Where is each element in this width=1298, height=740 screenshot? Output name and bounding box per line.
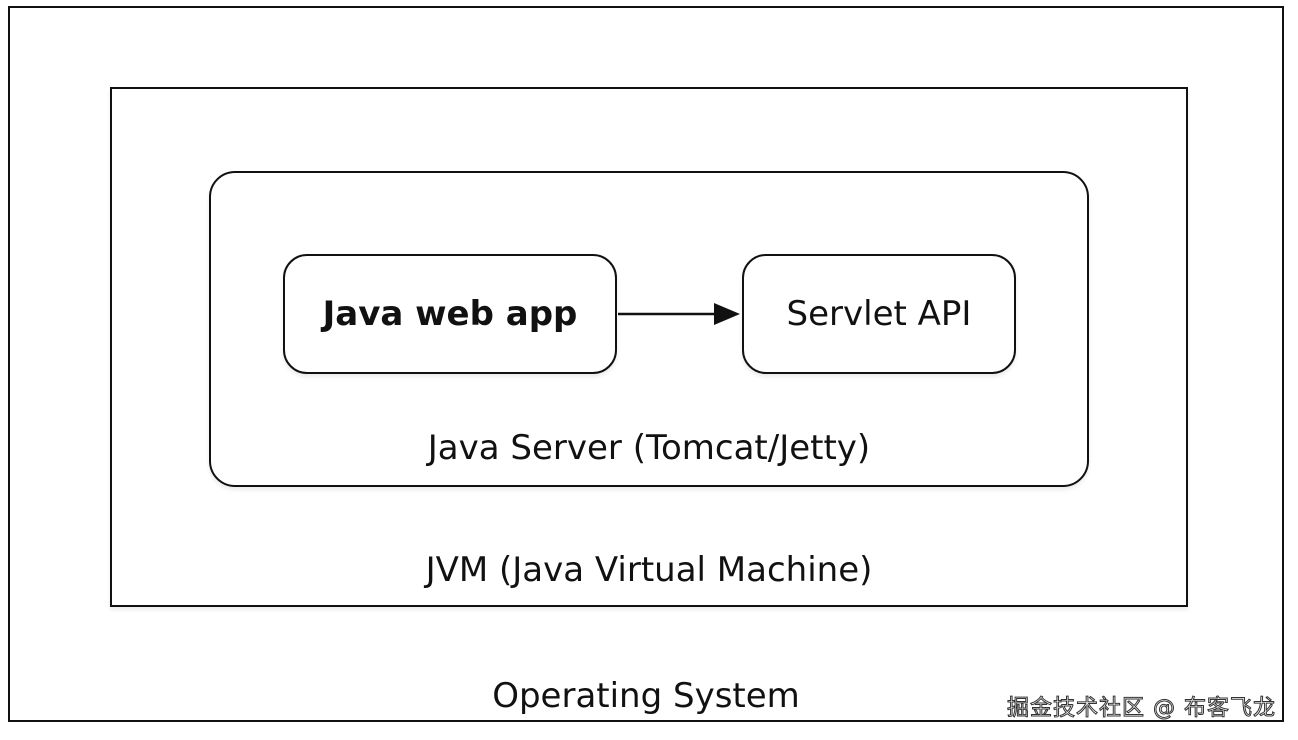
java-web-app-label: Java web app xyxy=(322,294,578,334)
operating-system-label: Operating System xyxy=(492,676,800,716)
dependency-arrow xyxy=(618,303,740,325)
servlet-api-node: Servlet API xyxy=(742,254,1016,374)
java-web-app-node: Java web app xyxy=(283,254,617,374)
servlet-api-label: Servlet API xyxy=(786,294,972,334)
jvm-label: JVM (Java Virtual Machine) xyxy=(425,550,873,590)
watermark: 掘金技术社区 @ 布客飞龙 xyxy=(1007,696,1276,722)
java-server-label: Java Server (Tomcat/Jetty) xyxy=(427,428,871,468)
